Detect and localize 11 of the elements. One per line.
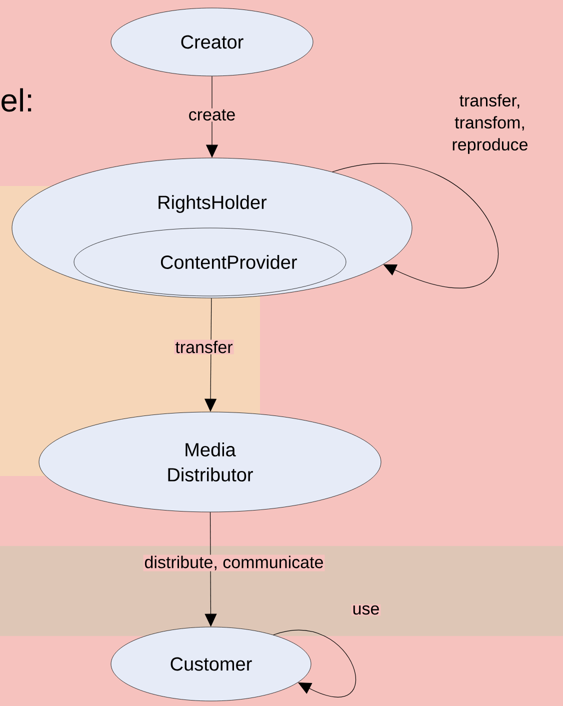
ellipse-node: Media Distributor	[38, 412, 382, 512]
ellipse-node: Customer	[110, 626, 312, 702]
edge-label: transfer, transfom, reproduce	[434, 93, 546, 155]
arrow	[332, 163, 499, 288]
ellipse-node: Creator	[110, 8, 314, 76]
edge-label: create	[187, 108, 237, 122]
heading-fragment: el:	[2, 88, 32, 112]
edge-label: transfer	[174, 340, 234, 354]
edge-label: distribute, communicate	[143, 554, 325, 572]
arrow	[273, 630, 356, 698]
ellipse-node: ContentProvider	[74, 228, 346, 296]
